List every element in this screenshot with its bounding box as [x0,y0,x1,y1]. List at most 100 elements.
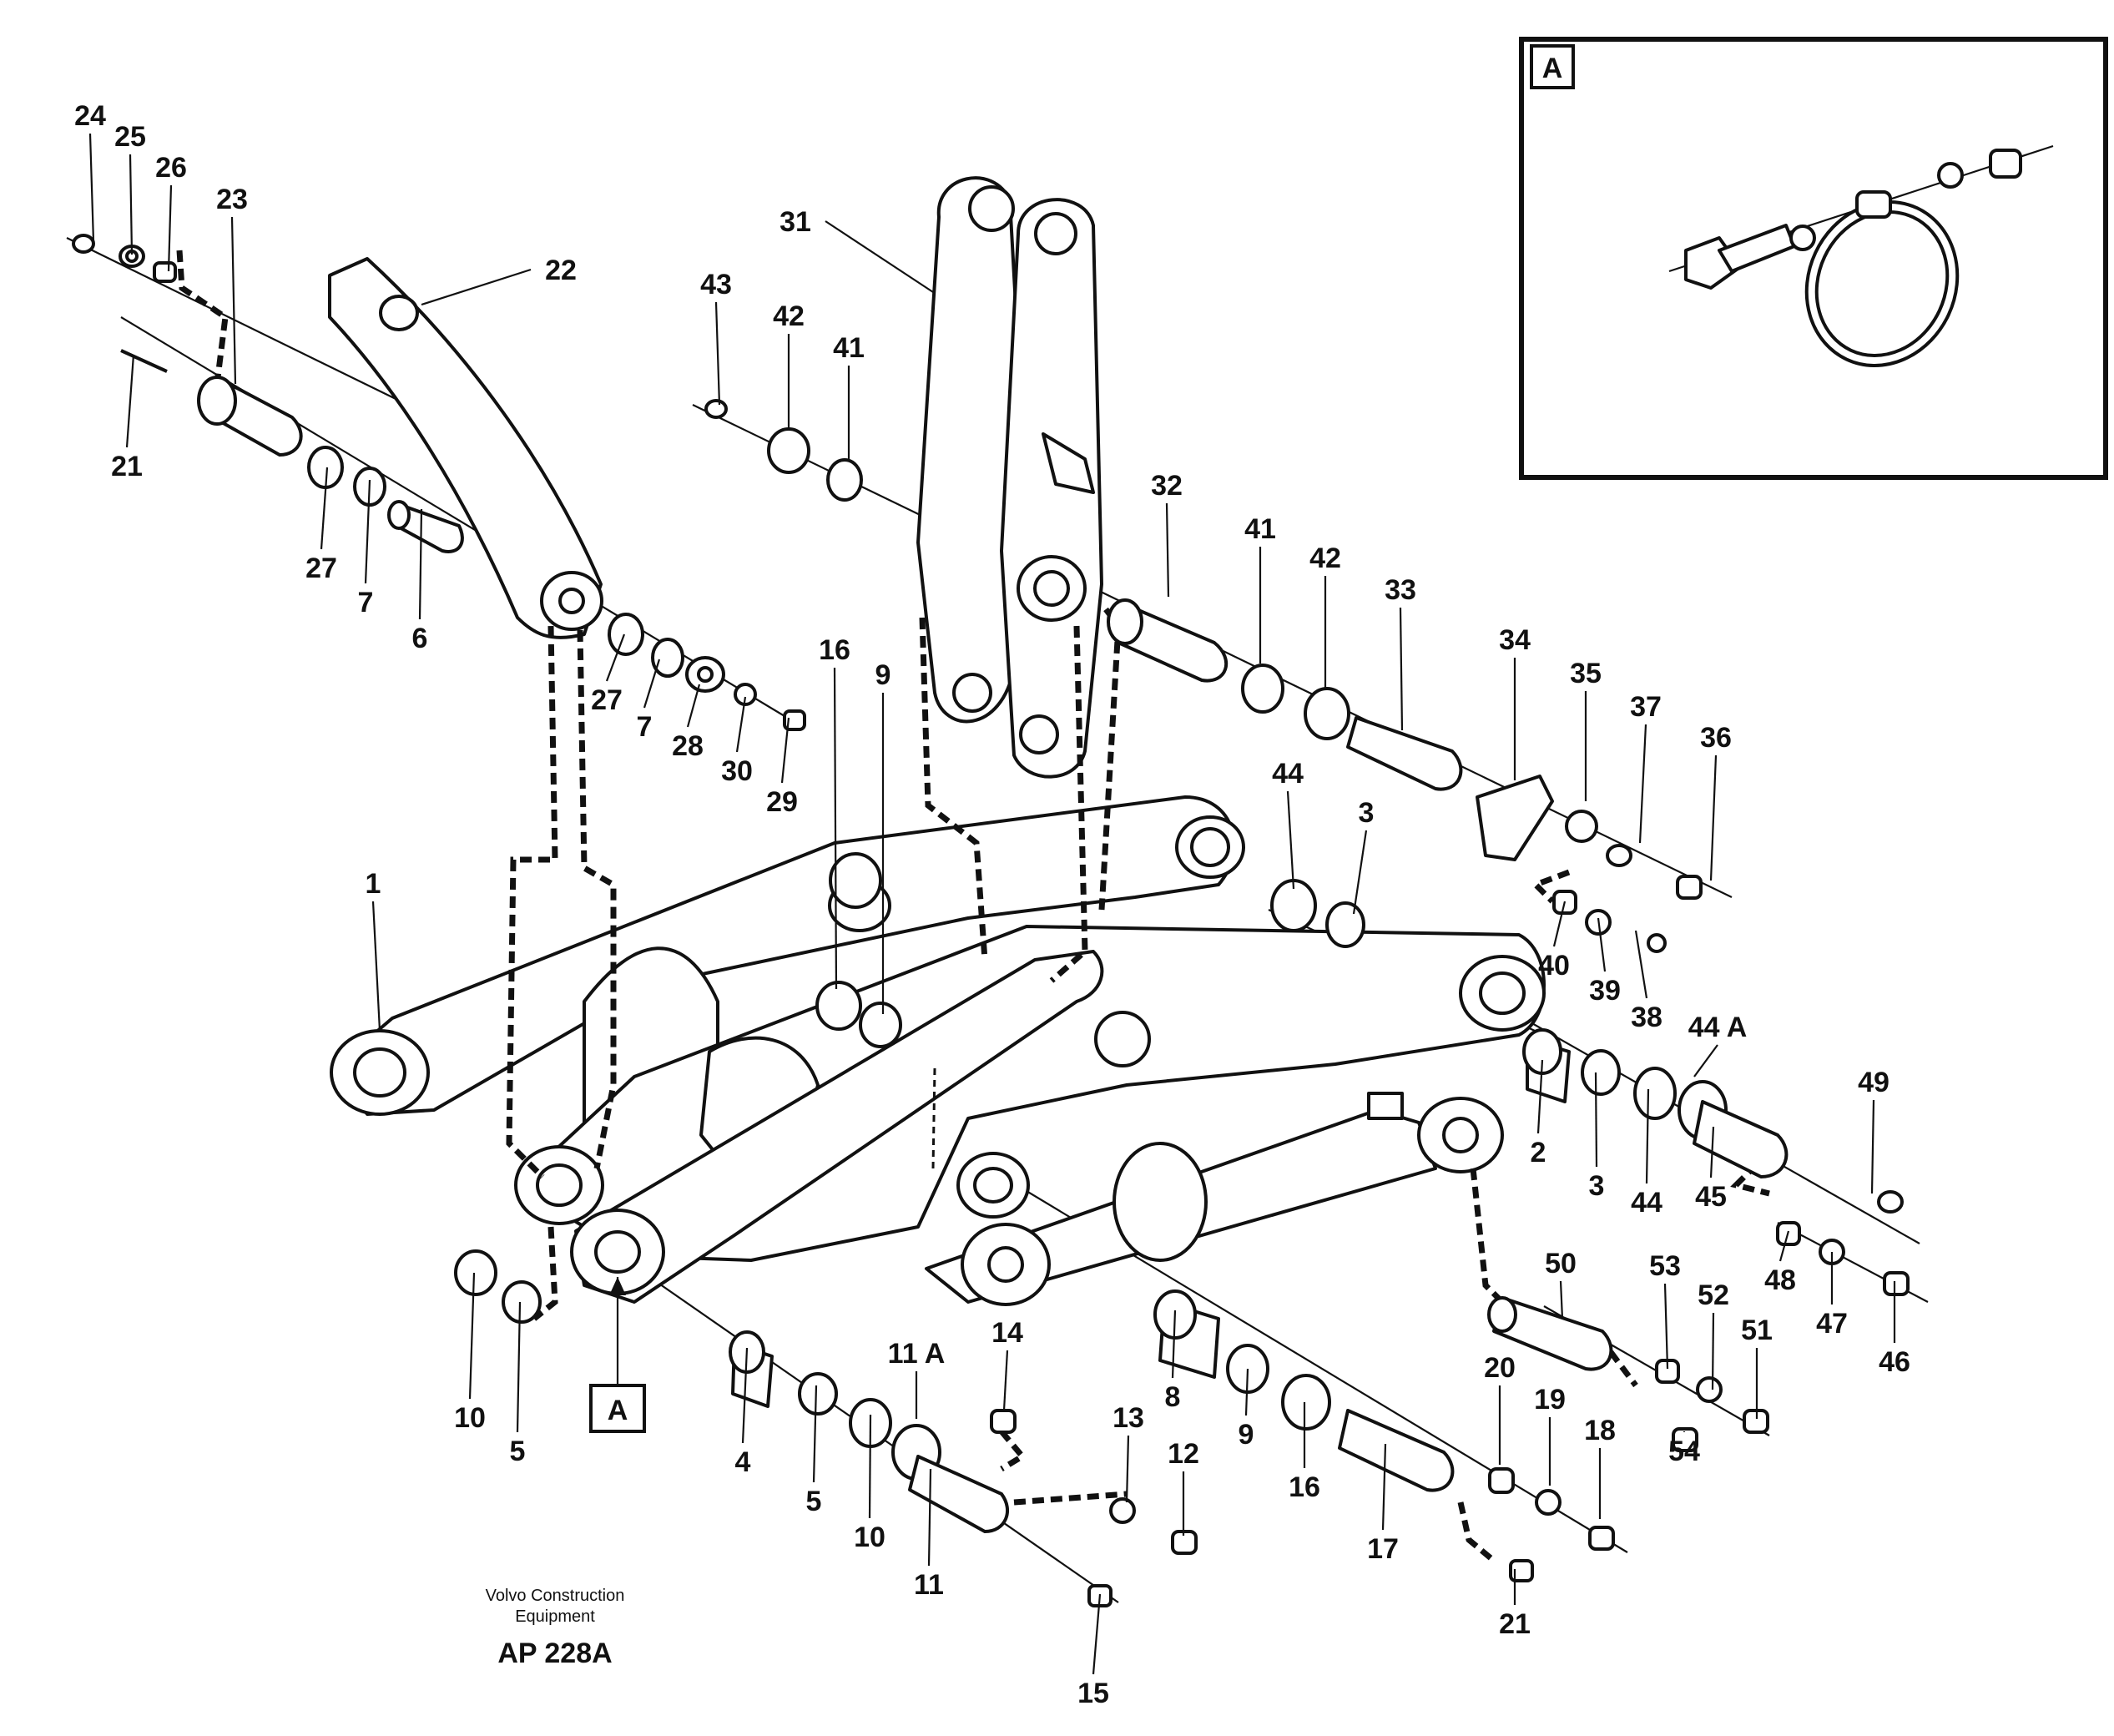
callout-50: 50 [1545,1248,1577,1279]
leader-line [1597,917,1607,972]
leader-line [643,659,661,709]
callout-17: 17 [1367,1533,1399,1565]
leader-line [1165,502,1170,598]
callout-19: 19 [1534,1384,1566,1416]
callout-16: 16 [1289,1471,1320,1503]
callout-5: 5 [806,1486,822,1517]
callout-33: 33 [1385,574,1416,606]
front-arm [570,950,1104,1304]
callout-53: 53 [1649,1250,1681,1282]
callout-51: 51 [1741,1315,1773,1346]
leader-line [741,1347,749,1444]
callout-21: 21 [111,451,143,482]
leader-line [1594,1072,1598,1168]
callout-32: 32 [1151,470,1183,502]
leader-line [735,696,747,753]
leader-line [780,717,790,784]
callout-44a: 44 A [1688,1012,1748,1043]
callout-41: 41 [1244,513,1276,545]
leader-line [1638,724,1647,844]
inset-detail-a: A [1519,37,2108,480]
leader-line [1125,1435,1130,1503]
callout-9: 9 [875,659,891,691]
leader-line [1634,930,1648,999]
callout-30: 30 [721,755,753,787]
callout-52: 52 [1698,1279,1729,1311]
callout-11a: 11 A [888,1338,946,1370]
leader-line [1002,1350,1009,1411]
clamp-lug-58 [1855,190,1892,219]
callout-41: 41 [833,332,865,364]
link-part-31 [916,176,1103,779]
leader-line [167,184,173,272]
callout-27: 27 [305,553,337,584]
nut-57 [1989,149,2022,179]
washer-56b [1937,162,1964,189]
callout-45: 45 [1695,1181,1727,1213]
callout-35: 35 [1570,658,1602,689]
callout-9: 9 [1239,1419,1254,1451]
leader-line [1552,901,1567,947]
washer-56 [1789,225,1816,251]
callout-38: 38 [1631,1002,1662,1033]
leader-line [421,268,532,306]
callout-34: 34 [1499,624,1531,656]
leader-line [1663,1283,1669,1370]
footer-block: Volvo Construction Equipment AP 228A [486,1587,625,1669]
leader-line [1286,790,1295,890]
leader-line [320,467,329,550]
callout-48: 48 [1764,1264,1796,1296]
callout-25: 25 [114,121,146,153]
callout-5: 5 [510,1436,526,1467]
callout-3: 3 [1589,1170,1605,1202]
callout-22: 22 [545,255,577,286]
callout-4: 4 [735,1446,751,1478]
callout-1: 1 [366,868,381,900]
callout-44: 44 [1272,758,1304,790]
callout-31: 31 [780,206,811,238]
callout-37: 37 [1630,691,1662,723]
leader-line [1352,830,1368,915]
hydraulic-cylinder [925,1092,1504,1306]
callout-13: 13 [1112,1402,1144,1434]
callout-7: 7 [358,587,374,618]
leader-line [468,1272,476,1400]
callout-46: 46 [1879,1346,1910,1378]
section-marker-a: A [589,1277,646,1433]
callout-40: 40 [1538,950,1570,982]
leader-line [1536,1059,1544,1134]
callout-23: 23 [216,184,248,215]
callout-27: 27 [591,684,623,716]
callout-36: 36 [1700,722,1732,754]
marker-badge-label: A [608,1395,628,1426]
leader-line [1399,607,1404,731]
callout-42: 42 [773,300,805,332]
callout-11: 11 [914,1569,944,1601]
callout-14: 14 [991,1317,1023,1349]
leader-line [1092,1593,1102,1675]
callout-6: 6 [412,623,428,654]
leader-line [1870,1099,1875,1194]
leader-line [364,479,371,584]
callout-12: 12 [1168,1438,1199,1470]
callout-labels: 2425262322212776277283029314342413241423… [74,73,2034,1709]
inset-badge-label: A [1542,53,1563,84]
callout-29: 29 [766,786,798,818]
leader-line [714,301,721,406]
leader-line [605,633,626,682]
callout-28: 28 [672,730,704,762]
callout-3: 3 [1359,797,1375,829]
callout-10: 10 [854,1522,885,1553]
leader-line [812,1385,818,1483]
callout-43: 43 [700,269,732,300]
leader-line [1709,754,1718,881]
callout-24: 24 [74,100,106,132]
leader-line [1559,1280,1564,1320]
callout-20: 20 [1484,1352,1516,1384]
leader-line [125,354,135,448]
callout-21: 21 [1499,1608,1531,1640]
small-parts [72,234,1910,1607]
callout-26: 26 [155,152,187,184]
brand-line-2: Equipment [515,1607,595,1626]
callout-44: 44 [1631,1187,1662,1219]
